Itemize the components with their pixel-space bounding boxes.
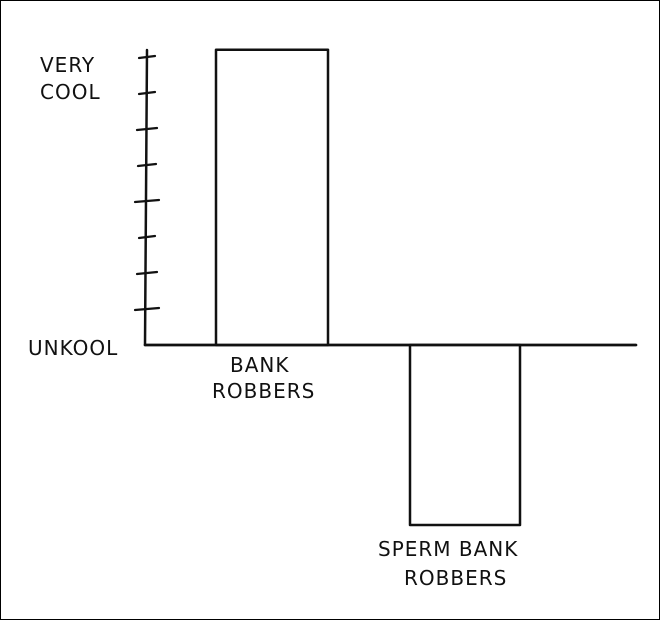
bars xyxy=(143,48,638,527)
y-tick-6 xyxy=(135,126,159,132)
y-axis-labels: VERY COOL UNKOOL xyxy=(28,53,118,360)
y-top-label-line-1: VERY xyxy=(40,53,95,77)
y-tick-3 xyxy=(137,234,157,240)
y-tick-4 xyxy=(133,198,161,204)
category-labels: BANK ROBBERS SPERM BANK ROBBERS xyxy=(212,353,518,590)
bar-1 xyxy=(408,343,522,527)
y-tick-5 xyxy=(136,162,158,168)
category-label-1-line-2: ROBBERS xyxy=(404,566,507,590)
category-label-0-line-2: ROBBERS xyxy=(212,379,315,403)
y-tick-1 xyxy=(133,306,161,312)
y-zero-label: UNKOOL xyxy=(28,336,118,360)
bar-0 xyxy=(214,48,330,347)
y-tick-2 xyxy=(135,270,159,276)
category-label-1-line-1: SPERM BANK xyxy=(378,537,518,561)
category-label-0-line-1: BANK xyxy=(230,353,289,377)
y-axis-ticks xyxy=(133,54,161,312)
y-tick-7 xyxy=(137,90,157,96)
y-tick-8 xyxy=(137,54,157,60)
y-axis xyxy=(143,48,149,347)
y-top-label-line-2: COOL xyxy=(40,80,101,104)
axes xyxy=(133,48,638,347)
